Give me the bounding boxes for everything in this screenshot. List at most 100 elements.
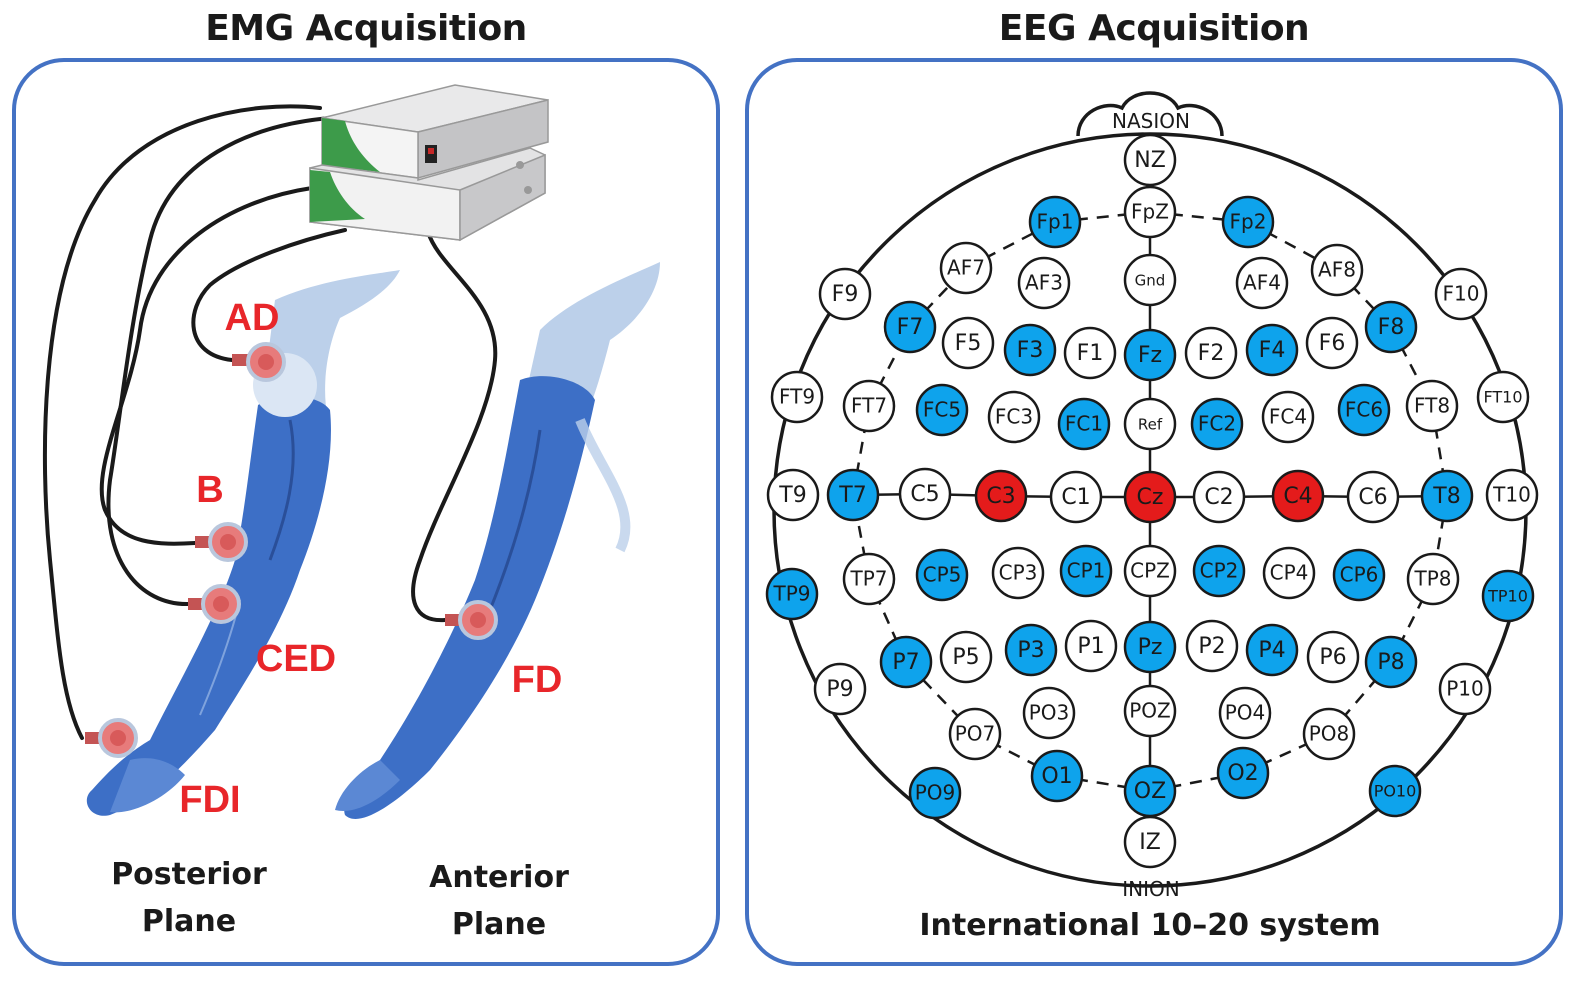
electrode-label: CP2: [1200, 559, 1239, 583]
electrode-p3: P3: [1004, 623, 1058, 677]
electrode-label: T10: [1492, 483, 1531, 507]
electrode-label: FT10: [1483, 388, 1522, 407]
posterior-plane-line1: Posterior: [111, 857, 267, 892]
electrode-circle: [1364, 635, 1418, 689]
electrode-label: F4: [1259, 338, 1286, 363]
electrode-circle: [818, 267, 872, 321]
electrode-circle: [1123, 253, 1177, 307]
electrode-ft9: FT9: [770, 370, 824, 424]
electrode-circle: [1059, 544, 1113, 598]
electrode-circle: [1420, 469, 1474, 523]
electrode-circle: [1332, 548, 1386, 602]
electrode-cp4: CP4: [1262, 546, 1316, 600]
electrode-circle: [1123, 620, 1177, 674]
electrode-fc6: FC6: [1337, 383, 1391, 437]
connector-P7-TP7: [867, 578, 908, 663]
electrode-circle: [898, 467, 952, 521]
electrode-label: AF7: [947, 256, 985, 280]
electrode-circle: [1064, 619, 1118, 673]
connector-T7-FT7: [851, 405, 871, 496]
electrode-label: PO7: [955, 722, 996, 746]
electrode-label: P3: [1017, 638, 1044, 663]
electrode-af3: AF3: [1017, 256, 1071, 310]
cable-ced: [106, 116, 332, 607]
electrode-o2: O2: [1216, 746, 1270, 800]
electrode-label: FC1: [1065, 412, 1103, 436]
muscle-label-b: B: [196, 469, 223, 511]
electrode-circle: [1123, 470, 1177, 524]
electrode-circle: [1305, 316, 1359, 370]
electrode-label: POZ: [1129, 699, 1171, 723]
anterior-plane-line2: Plane: [452, 907, 546, 942]
electrode-tp10: TP10: [1481, 569, 1535, 623]
electrode-t7: T7: [826, 468, 880, 522]
electrode-label: F6: [1319, 331, 1346, 356]
connector-P8-PO8: [1328, 661, 1392, 735]
electrode-circle: [1481, 569, 1535, 623]
electrode-circle: [1192, 544, 1246, 598]
electrode-circle: [1235, 256, 1289, 310]
electrode-fc4: FC4: [1261, 390, 1315, 444]
electrode-fc1: FC1: [1057, 397, 1111, 451]
electrode-label: P10: [1446, 677, 1484, 701]
electrode-label: FC6: [1345, 398, 1383, 422]
electrode-label: PO9: [915, 781, 956, 805]
electrode-label: CPZ: [1130, 559, 1170, 583]
electrode-af7: AF7: [939, 241, 993, 295]
electrode-circle: [1306, 630, 1360, 684]
electrode-circle: [1030, 749, 1084, 803]
electrode-label: P9: [826, 677, 853, 702]
emg-panel: [12, 58, 720, 966]
eeg-panel: [745, 58, 1563, 966]
electrode-label: F7: [897, 315, 924, 340]
electrode-o1: O1: [1030, 749, 1084, 803]
electrode-label: FpZ: [1131, 200, 1169, 224]
electrode-tp7: TP7: [842, 552, 896, 606]
electrode-c5: C5: [898, 467, 952, 521]
connector-TP8-P8: [1389, 578, 1435, 663]
connector-Fp1-FpZ: [1054, 210, 1151, 224]
electrode-p2: P2: [1185, 619, 1239, 673]
electrode-circle: [1028, 195, 1082, 249]
electrode-label: FC2: [1198, 412, 1236, 436]
electrode-po9: PO9: [908, 766, 962, 820]
electrode-label: TP9: [772, 582, 810, 606]
cable-ad: [191, 228, 347, 362]
electrode-c1: C1: [1049, 470, 1103, 524]
electrode-f9: F9: [818, 267, 872, 321]
electrode-circle: [1221, 195, 1275, 249]
electrode-label: Fp2: [1230, 210, 1267, 234]
electrode-f10: F10: [1434, 267, 1488, 321]
connector-O1-PO7: [974, 732, 1058, 778]
electrode-label: Fp1: [1037, 210, 1074, 234]
electrode-circle: [948, 707, 1002, 761]
electrode-pz: Pz: [1123, 620, 1177, 674]
electrode-p5: P5: [939, 630, 993, 684]
electrode-label: PO8: [1309, 722, 1350, 746]
electrode-po10: PO10: [1368, 764, 1422, 818]
muscle-label-fdi: FDI: [179, 779, 240, 821]
electrode-circle: [1185, 619, 1239, 673]
electrode-circle: [1346, 470, 1400, 524]
electrode-circle: [915, 548, 969, 602]
electrode-circle: [1123, 328, 1177, 382]
posterior-plane-line2: Plane: [142, 904, 236, 939]
electrode-label: C6: [1358, 485, 1387, 510]
electrode-circle: [987, 390, 1041, 444]
cable-fd: [411, 230, 498, 623]
electrode-label: Cz: [1137, 485, 1164, 510]
electrode-label: NZ: [1134, 148, 1166, 173]
electrode-label: AF8: [1318, 258, 1356, 282]
electrode-af8: AF8: [1310, 243, 1364, 297]
electrode-p4: P4: [1245, 623, 1299, 677]
electrode-iz: IZ: [1123, 815, 1177, 869]
electrode-label: PO10: [1374, 782, 1417, 801]
electrode-circle: [1123, 185, 1177, 239]
connector-PO7-P7: [905, 661, 976, 735]
electrode-label: P7: [892, 650, 919, 675]
electrode-label: F9: [832, 282, 859, 307]
electrode-circle: [991, 546, 1045, 600]
electrode-cp1: CP1: [1059, 544, 1113, 598]
electrode-poz: POZ: [1123, 684, 1177, 738]
electrode-cp2: CP2: [1192, 544, 1246, 598]
